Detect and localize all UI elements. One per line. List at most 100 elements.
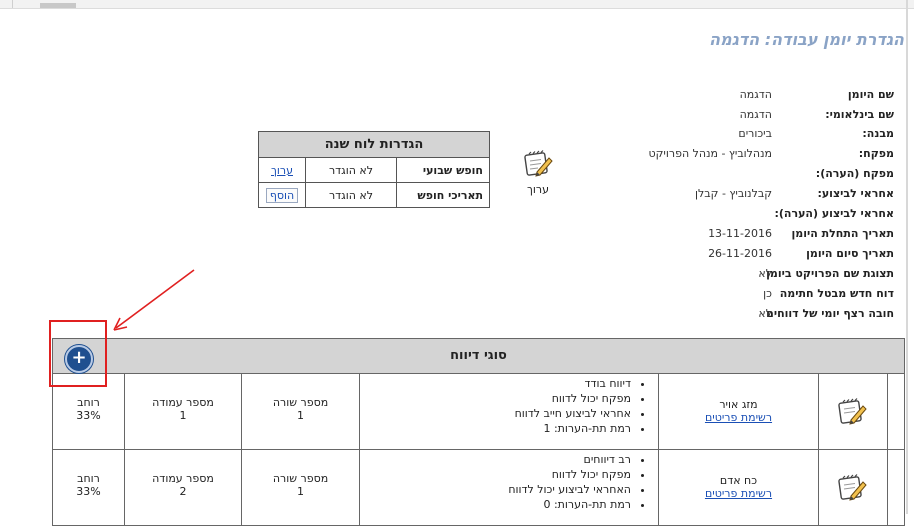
report-name: מזג אויר	[719, 398, 758, 411]
width-label: רוחב	[77, 472, 100, 485]
row-number-label: מספר שורה	[272, 472, 329, 485]
row-select-cell[interactable]	[887, 450, 904, 525]
info-value: ביכורים	[738, 127, 772, 140]
info-label: מפקח (הערה):	[815, 167, 894, 180]
info-label: דוח חדש מבטל חתימה	[779, 287, 894, 300]
add-report-type-button[interactable]: +	[65, 345, 93, 373]
width-value: 33%	[76, 485, 101, 498]
scrollbar-thumb[interactable]	[40, 3, 76, 8]
properties-cell: רב דיווחים מפקח יכול לדווח האחראי לביצוע…	[359, 450, 658, 525]
row-number-value: 1	[297, 485, 304, 498]
top-scrollbar[interactable]	[0, 0, 914, 9]
edit-weekly-holiday-link[interactable]: ערוך	[271, 163, 293, 177]
table-row: תאריכי חופש לא הוגדר הוסף	[258, 182, 490, 208]
column-label: מספר עמודה	[152, 396, 214, 409]
annotation-highlight-box	[49, 320, 107, 387]
report-types-title: סוגי דיווח	[450, 348, 507, 363]
list-item: אחראי לביצוע חייב לדווח	[515, 406, 631, 421]
row-number-cell: מספר שורה 1	[241, 374, 359, 449]
properties-list: רב דיווחים מפקח יכול לדווח האחראי לביצוע…	[508, 452, 658, 512]
list-item: מפקח יכול לדווח	[515, 391, 631, 406]
properties-list: דיווח בודד מפקח יכול לדווח אחראי לביצוע …	[515, 376, 658, 436]
report-types-header: סוגי דיווח +	[52, 338, 905, 374]
info-row-daily-sequence: חובה רצף יומי של דווחים לא	[594, 307, 894, 325]
holiday-dates-label: תאריכי חופש	[396, 182, 490, 208]
info-label: אחראי לביצוע (הערה):	[774, 207, 895, 220]
info-row-show-project: תצוגת שם הפרויקט ביומן לא	[594, 267, 894, 285]
info-label: תצוגת שם הפרויקט ביומן	[766, 267, 894, 280]
report-name: כח אדם	[719, 474, 758, 487]
info-label: מפקח:	[858, 147, 894, 160]
edit-label: ערוך	[527, 183, 549, 196]
width-cell: רוחב 33%	[53, 450, 124, 525]
list-item: מפקח יכול לדווח	[508, 467, 631, 482]
items-list-link[interactable]: רשימת פריטים	[704, 411, 773, 424]
properties-cell: דיווח בודד מפקח יכול לדווח אחראי לביצוע …	[359, 374, 658, 449]
row-number-value: 1	[297, 409, 304, 422]
info-row-intl-name: שם בינלאומי: הדגמה	[594, 108, 894, 126]
scrollbar-tick	[12, 0, 13, 8]
add-holiday-button[interactable]: הוסף	[265, 187, 299, 203]
table-row: חופש שבועי לא הוגדר ערוך	[258, 157, 490, 183]
info-value: הדגמה	[739, 88, 772, 101]
info-value: לא	[758, 307, 772, 320]
row-number-cell: מספר שורה 1	[241, 450, 359, 525]
info-label: תאריך סיום היומן	[806, 247, 894, 260]
plus-icon: +	[71, 347, 87, 368]
info-row-end-date: תאריך סיום היומן 26-11-2016	[594, 247, 894, 265]
items-list-link[interactable]: רשימת פריטים	[704, 487, 773, 500]
list-item: רמת תת-הערות: 0	[508, 497, 631, 512]
info-row-responsible: אחראי לביצוע: קבלנוביץ - קבלן	[594, 187, 894, 205]
annotation-arrow	[113, 269, 195, 331]
year-settings-title: הגדרות לוח שנה	[258, 131, 490, 158]
right-border	[906, 0, 908, 514]
table-row: רוחב 33% מספר עמודה 1 מספר שורה 1 דיווח …	[52, 374, 905, 450]
info-row-responsible-note: אחראי לביצוע (הערה):	[594, 207, 895, 225]
report-name-cell: כח אדם רשימת פריטים	[658, 450, 818, 525]
info-row-structure: מבנה: ביכורים	[594, 127, 894, 145]
edit-report-cell[interactable]	[818, 374, 887, 449]
column-cell: מספר עמודה 1	[124, 374, 241, 449]
report-name-cell: מזג אויר רשימת פריטים	[658, 374, 818, 449]
list-item: דיווח בודד	[515, 376, 631, 391]
info-value: לא	[758, 267, 772, 280]
info-value: כן	[763, 287, 772, 300]
notepad-edit-icon	[524, 150, 553, 177]
weekly-holiday-value: לא הוגדר	[305, 157, 397, 183]
info-row-new-report-cancels: דוח חדש מבטל חתימה כן	[594, 287, 894, 305]
info-label: שם היומן	[847, 88, 894, 101]
info-value: 13-11-2016	[708, 227, 772, 240]
info-label: אחראי לביצוע:	[817, 187, 894, 200]
info-value: קבלנוביץ - קבלן	[695, 187, 772, 200]
column-value: 2	[179, 485, 187, 498]
edit-journal-button[interactable]: ערוך	[515, 150, 561, 200]
info-label: חובה רצף יומי של דווחים	[766, 307, 894, 320]
width-value: 33%	[76, 409, 101, 422]
notepad-edit-icon	[838, 398, 867, 425]
row-number-label: מספר שורה	[272, 396, 329, 409]
width-cell: רוחב 33%	[53, 374, 124, 449]
table-row: רוחב 33% מספר עמודה 2 מספר שורה 1 רב דיו…	[52, 450, 905, 526]
weekly-holiday-label: חופש שבועי	[396, 157, 490, 183]
width-label: רוחב	[77, 396, 100, 409]
column-label: מספר עמודה	[152, 472, 214, 485]
page-title: הגדרת יומן עבודה: הדגמה	[709, 30, 904, 49]
report-types-table: סוגי דיווח + רוחב 33% מספר עמודה 1 מספר …	[52, 338, 905, 526]
info-row-start-date: תאריך התחלת היומן 13-11-2016	[594, 227, 894, 245]
notepad-edit-icon	[838, 474, 867, 501]
info-row-supervisor-note: מפקח (הערה):	[594, 167, 894, 185]
column-cell: מספר עמודה 2	[124, 450, 241, 525]
edit-report-cell[interactable]	[818, 450, 887, 525]
info-value: 26-11-2016	[708, 247, 772, 260]
info-label: תאריך התחלת היומן	[791, 227, 894, 240]
info-value: מנהלוביץ - מנהל הפרויקט	[648, 147, 773, 160]
column-value: 1	[179, 409, 187, 422]
row-select-cell[interactable]	[887, 374, 904, 449]
list-item: רב דיווחים	[508, 452, 631, 467]
info-row-journal-name: שם היומן הדגמה	[594, 88, 894, 106]
info-label: שם בינלאומי:	[825, 108, 894, 121]
list-item: האחראי לביצוע יכול לדווח	[508, 482, 631, 497]
holiday-dates-value: לא הוגדר	[305, 182, 397, 208]
info-row-supervisor: מפקח: מנהלוביץ - מנהל הפרויקט	[594, 147, 895, 165]
info-value: הדגמה	[739, 108, 772, 121]
